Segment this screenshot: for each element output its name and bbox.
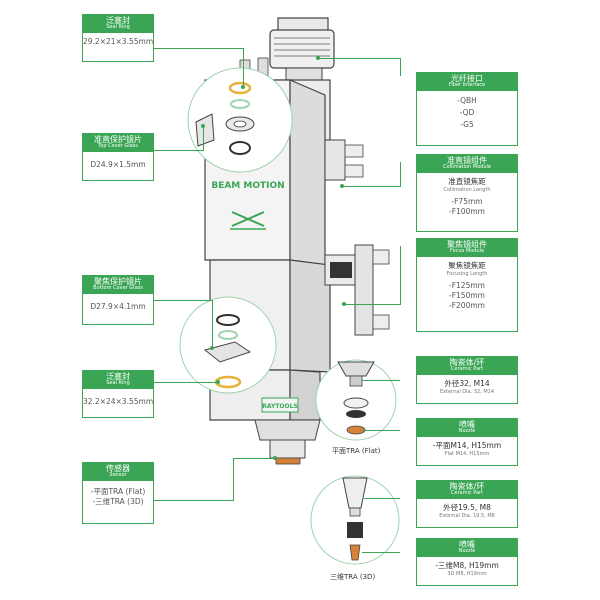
card-title: 陶瓷体/环	[449, 358, 485, 367]
connector-dot	[210, 346, 214, 350]
connector-line	[362, 380, 400, 381]
connector-line	[153, 48, 243, 49]
card-value: D27.9×4.1mm	[90, 301, 146, 311]
sensor-option: -三维TRA (3D)	[92, 496, 144, 506]
card-subtitle: Focus Module	[449, 248, 485, 255]
card-title: 喷嘴	[459, 540, 475, 549]
connector-line	[212, 300, 213, 348]
focus-option: -F200mm	[449, 300, 485, 310]
connector-line	[342, 186, 400, 187]
connector-line	[344, 304, 400, 305]
card-title: 泛塞封	[106, 16, 130, 25]
card-title: 喷嘴	[459, 420, 475, 429]
card-title: 准直保护镜片	[94, 135, 142, 144]
card-title: 陶瓷体/环	[449, 482, 485, 491]
connector-dot	[316, 56, 320, 60]
connector-dot	[201, 124, 205, 128]
connector-dot	[273, 456, 277, 460]
card-value: -三维M8, H19mm	[435, 560, 499, 570]
tra-3d-label: 三维TRA (3D)	[330, 573, 376, 581]
card-sub-title: 准直镜焦距	[448, 176, 486, 186]
connector-line	[400, 162, 401, 187]
fiber-option: -QBH	[457, 95, 477, 105]
card-subtitle: Ceramic Part	[450, 366, 484, 373]
card-value: 29.2×21×3.55mm	[83, 36, 154, 46]
fiber-option: -QD	[459, 107, 475, 117]
raytools-logo: RAYTOOLS	[262, 403, 297, 410]
card-title: 传感器	[106, 464, 130, 473]
card-subtitle: Fiber Interface	[448, 82, 486, 89]
connector-line	[153, 382, 218, 383]
connector-line	[364, 498, 400, 499]
card-value: D24.9×1.5mm	[90, 159, 146, 169]
connector-line	[153, 300, 213, 301]
card-title: 聚焦镜组件	[447, 240, 487, 249]
brand-text: BEAM MOTION	[211, 181, 284, 191]
card-subtitle: Sensor	[109, 472, 127, 479]
connector-dot	[342, 302, 346, 306]
card-value-detail: Flat M14, H15mm	[444, 450, 490, 457]
card-subtitle: Seal Ring	[106, 380, 130, 387]
focus-option: -F150mm	[449, 290, 485, 300]
connector-line	[243, 48, 244, 86]
card-title: 聚焦保护镜片	[94, 277, 142, 286]
card-subtitle: Bottom Cover Glass	[93, 285, 143, 292]
card-title: 光纤接口	[451, 74, 483, 83]
collimation-option: -F100mm	[449, 206, 485, 216]
connector-line	[400, 58, 401, 76]
card-subtitle: Nozzle	[458, 428, 476, 435]
connector-line	[362, 430, 400, 431]
card-subtitle: Top Cover Glass	[98, 143, 138, 150]
connector-line	[203, 126, 204, 151]
brand-logo-icon	[230, 211, 266, 230]
connector-line	[153, 500, 233, 501]
focus-option: -F125mm	[449, 280, 485, 290]
connector-line	[400, 246, 401, 305]
connector-dot	[340, 184, 344, 188]
connector-line	[233, 458, 275, 459]
card-title: 准直镜组件	[447, 156, 487, 165]
card-subtitle: Seal Ring	[106, 24, 130, 31]
fiber-option: -G5	[460, 119, 474, 129]
flat-tra-label: 平面TRA (Flat)	[332, 447, 381, 455]
collimation-option: -F75mm	[451, 196, 483, 206]
connector-line	[362, 552, 400, 553]
card-subtitle: Collimation Module	[442, 164, 491, 171]
card-value: 32.2×24×3.55mm	[83, 396, 154, 406]
card-sub-title: 聚焦镜焦距	[448, 260, 486, 270]
connector-line	[153, 150, 203, 151]
card-value-detail: 3D M8, H19mm	[447, 570, 487, 577]
card-value-detail: External Dia. 19.5, M8	[439, 512, 495, 519]
connector-dot	[241, 85, 245, 89]
card-value: -平面M14, H15mm	[432, 440, 502, 450]
connector-line	[320, 58, 400, 59]
sensor-option: -平面TRA (Flat)	[90, 486, 146, 496]
card-title: 泛塞封	[106, 372, 130, 381]
card-value: 外径19.5, M8	[443, 502, 491, 512]
card-sub-subtitle: Focusing Length	[446, 270, 488, 277]
card-value: 外径32, M14	[444, 378, 490, 388]
card-value-detail: External Dia. 32, M14	[439, 388, 495, 395]
card-subtitle: Nozzle	[458, 548, 476, 555]
card-subtitle: Ceramic Part	[450, 490, 484, 497]
connector-line	[233, 458, 234, 501]
card-sub-subtitle: Collimation Length	[443, 186, 491, 193]
connector-dot	[216, 380, 220, 384]
